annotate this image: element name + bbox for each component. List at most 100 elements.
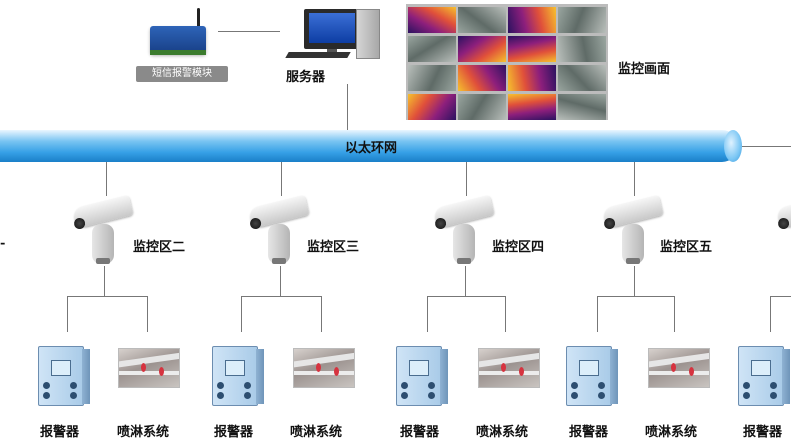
- sprinkler-pipe: [119, 371, 179, 375]
- sms-module-label: 短信报警模块: [136, 66, 228, 82]
- sprinkler-photo: [648, 348, 710, 388]
- alarm-knob: [743, 382, 750, 389]
- alarm-device-icon: [396, 346, 448, 408]
- monitor-tile-thermal: [508, 94, 556, 120]
- alarm-device-icon: [738, 346, 790, 408]
- monitor-stand: [327, 49, 337, 54]
- alarm-window: [751, 360, 771, 376]
- zone-label: 监控区二: [133, 240, 186, 255]
- alarm-knob: [70, 382, 77, 389]
- alarm-knob: [43, 382, 50, 389]
- monitor-tile-thermal: [508, 7, 556, 33]
- alarm-label: 报警器: [400, 425, 440, 440]
- pipe-extension: [742, 146, 791, 147]
- server-tower-icon: [356, 9, 380, 59]
- sprinkler-head-icon: [501, 363, 506, 372]
- sprinkler-label: 喷淋系统: [290, 425, 343, 440]
- camera-mount: [453, 224, 475, 264]
- branch-line: [597, 296, 674, 297]
- alarm-side-panel: [82, 349, 90, 404]
- sprinkler-label: 喷淋系统: [117, 425, 170, 440]
- camera-icon: [248, 195, 312, 266]
- connector-server-network: [347, 84, 348, 130]
- ethernet-ring-pipe: [0, 130, 738, 162]
- sprinkler-label: 喷淋系统: [476, 425, 529, 440]
- monitor-tile-site: [558, 65, 606, 91]
- connector-network-camera: [106, 162, 107, 196]
- alarm-knob: [217, 392, 224, 399]
- sprinkler-pipe: [479, 352, 539, 368]
- sprinkler-head-icon: [519, 367, 524, 376]
- branch-line: [427, 296, 505, 297]
- camera-base: [96, 258, 110, 264]
- alarm-knob: [598, 382, 605, 389]
- sprinkler-head-icon: [141, 363, 146, 372]
- connector-camera-branch: [104, 266, 105, 296]
- zone-label: 监控区五: [660, 240, 713, 255]
- alarm-window: [409, 360, 429, 376]
- camera-lens: [248, 216, 263, 231]
- connector-sms-server: [218, 31, 280, 32]
- connector-branch-alarm: [67, 296, 68, 332]
- monitor-tile-site: [558, 94, 606, 120]
- camera-mount: [622, 224, 644, 264]
- sprinkler-head-icon: [689, 367, 694, 376]
- sprinkler-pipe: [649, 371, 709, 375]
- alarm-label: 报警器: [214, 425, 254, 440]
- connector-branch-sprinkler: [674, 296, 675, 332]
- alarm-knob: [217, 382, 224, 389]
- alarm-knob: [428, 392, 435, 399]
- camera-base: [272, 258, 286, 264]
- alarm-label: 报警器: [743, 425, 783, 440]
- zone-label: 监控区四: [492, 240, 545, 255]
- sprinkler-pipe: [294, 352, 354, 368]
- camera-lens: [776, 216, 791, 231]
- monitor-screen: [309, 13, 355, 43]
- alarm-knob: [571, 392, 578, 399]
- sprinkler-photo: [293, 348, 355, 388]
- sprinkler-head-icon: [334, 367, 339, 376]
- pipe-end-cap: [724, 130, 742, 162]
- sprinkler-pipe: [649, 352, 709, 368]
- connector-branch-alarm: [241, 296, 242, 332]
- monitor-tile-site: [558, 36, 606, 62]
- alarm-knob: [70, 392, 77, 399]
- alarm-knob: [770, 382, 777, 389]
- camera-icon: [433, 195, 497, 266]
- alarm-window: [225, 360, 245, 376]
- monitor-tile-thermal: [408, 7, 456, 33]
- server-label: 服务器: [286, 70, 326, 85]
- alarm-device-icon: [566, 346, 618, 408]
- monitor-wall: [406, 4, 608, 120]
- terminal-block: [150, 50, 206, 55]
- sprinkler-head-icon: [159, 367, 164, 376]
- camera-mount: [268, 224, 290, 264]
- branch-line: [241, 296, 321, 297]
- sprinkler-pipe: [294, 371, 354, 375]
- network-label: 以太环网: [345, 141, 398, 156]
- sprinkler-photo: [118, 348, 180, 388]
- connector-branch-alarm: [770, 296, 771, 332]
- sprinkler-pipe: [119, 352, 179, 368]
- alarm-knob: [43, 392, 50, 399]
- keyboard-icon: [285, 52, 351, 58]
- alarm-knob: [770, 392, 777, 399]
- sms-module-device: [150, 26, 206, 54]
- alarm-device-icon: [38, 346, 90, 408]
- alarm-knob: [598, 392, 605, 399]
- monitor-tile-thermal: [508, 65, 556, 91]
- monitor-tile-site: [558, 7, 606, 33]
- monitor-tile-thermal: [458, 36, 506, 62]
- alarm-knob: [743, 392, 750, 399]
- camera-base: [457, 258, 471, 264]
- monitor-tile-thermal: [408, 94, 456, 120]
- alarm-knob: [401, 382, 408, 389]
- sprinkler-pipe: [479, 371, 539, 375]
- alarm-label: 报警器: [40, 425, 80, 440]
- monitor-tile-thermal: [508, 36, 556, 62]
- camera-body: [776, 195, 791, 231]
- connector-branch-sprinkler: [505, 296, 506, 332]
- alarm-window: [579, 360, 599, 376]
- camera-icon: [776, 195, 791, 266]
- monitor-tile-site: [408, 65, 456, 91]
